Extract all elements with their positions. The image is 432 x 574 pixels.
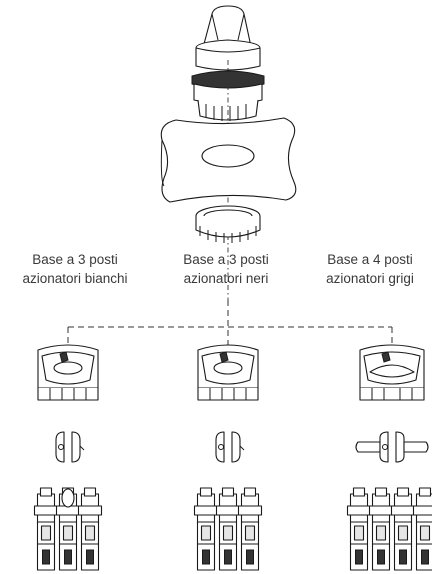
plunger-icon [61, 488, 75, 508]
selector-knob [195, 5, 261, 71]
label-base-grey-line1: Base a 4 posti [327, 252, 413, 267]
cam-white [55, 431, 85, 463]
contact-blocks-white [33, 487, 103, 571]
contact-block-3 [390, 487, 416, 571]
cam-grey [355, 431, 429, 463]
distribution-lines [67, 300, 393, 346]
contact-block-1 [33, 487, 59, 571]
contact-block-3 [77, 487, 103, 571]
label-base-black-line1: Base a 3 posti [183, 252, 269, 267]
contact-blocks-black [193, 487, 263, 571]
label-base-white: Base a 3 posti azionatori bianchi [2, 250, 148, 288]
label-base-white-line1: Base a 3 posti [32, 252, 118, 267]
label-base-white-line2: azionatori bianchi [22, 271, 128, 286]
contact-block-1 [346, 487, 372, 571]
cam-black [215, 431, 245, 463]
label-base-grey: Base a 4 posti azionatori grigi [306, 250, 432, 288]
contact-blocks-grey [346, 487, 432, 571]
label-base-black-line2: azionatori neri [183, 271, 269, 286]
base-white [37, 344, 99, 401]
mounting-panel [160, 117, 297, 203]
base-grey [359, 344, 425, 401]
label-base-black: Base a 3 posti azionatori neri [162, 250, 290, 288]
contact-block-1 [193, 487, 219, 571]
contact-block-2 [368, 487, 394, 571]
contact-block-2 [215, 487, 241, 571]
lock-nut [195, 205, 261, 243]
label-base-grey-line2: azionatori grigi [326, 271, 414, 286]
contact-block-3 [237, 487, 263, 571]
base-black [197, 344, 259, 401]
contact-block-4 [412, 487, 432, 571]
